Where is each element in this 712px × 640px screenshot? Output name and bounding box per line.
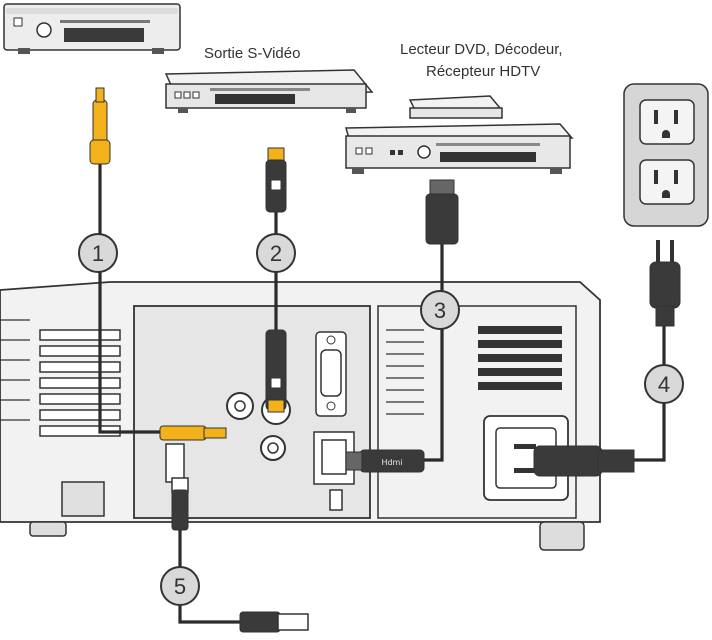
callout-4: 4: [644, 364, 684, 404]
usb-cable: [171, 477, 309, 633]
right-vent-dots: [478, 326, 562, 390]
callout-5: 5: [160, 566, 200, 606]
callout-3: 3: [420, 290, 460, 330]
svideo-device: [164, 69, 374, 113]
callout-2: 2: [256, 233, 296, 273]
callout-1-number: 1: [92, 241, 104, 266]
callout-5-number: 5: [174, 574, 186, 599]
vga-port: [315, 331, 347, 417]
usb-port: [165, 443, 185, 483]
callout-2-number: 2: [270, 241, 282, 266]
callout-4-number: 4: [658, 372, 670, 397]
composite-video-device: [3, 3, 181, 54]
callout-1: 1: [78, 233, 118, 273]
dvd-device: [345, 123, 574, 174]
hdmi-plug-logo: Hdmi: [381, 458, 402, 467]
security-slot: [61, 481, 105, 517]
projector: [0, 281, 601, 551]
foot-right: [539, 521, 585, 551]
mini-usb-port: [329, 489, 343, 511]
wall-outlet: [623, 83, 709, 227]
dvd-device-top: [408, 95, 503, 119]
dvd-label-line2: Récepteur HDTV: [426, 63, 540, 80]
left-vent-grille: [39, 329, 121, 437]
callout-3-number: 3: [434, 298, 446, 323]
dvd-label-line1: Lecteur DVD, Décodeur,: [400, 41, 563, 58]
svideo-output-label: Sortie S-Vidéo: [204, 45, 300, 62]
svideo-cable: [265, 147, 287, 413]
power-cable: [533, 240, 681, 477]
foot-left: [29, 521, 67, 537]
